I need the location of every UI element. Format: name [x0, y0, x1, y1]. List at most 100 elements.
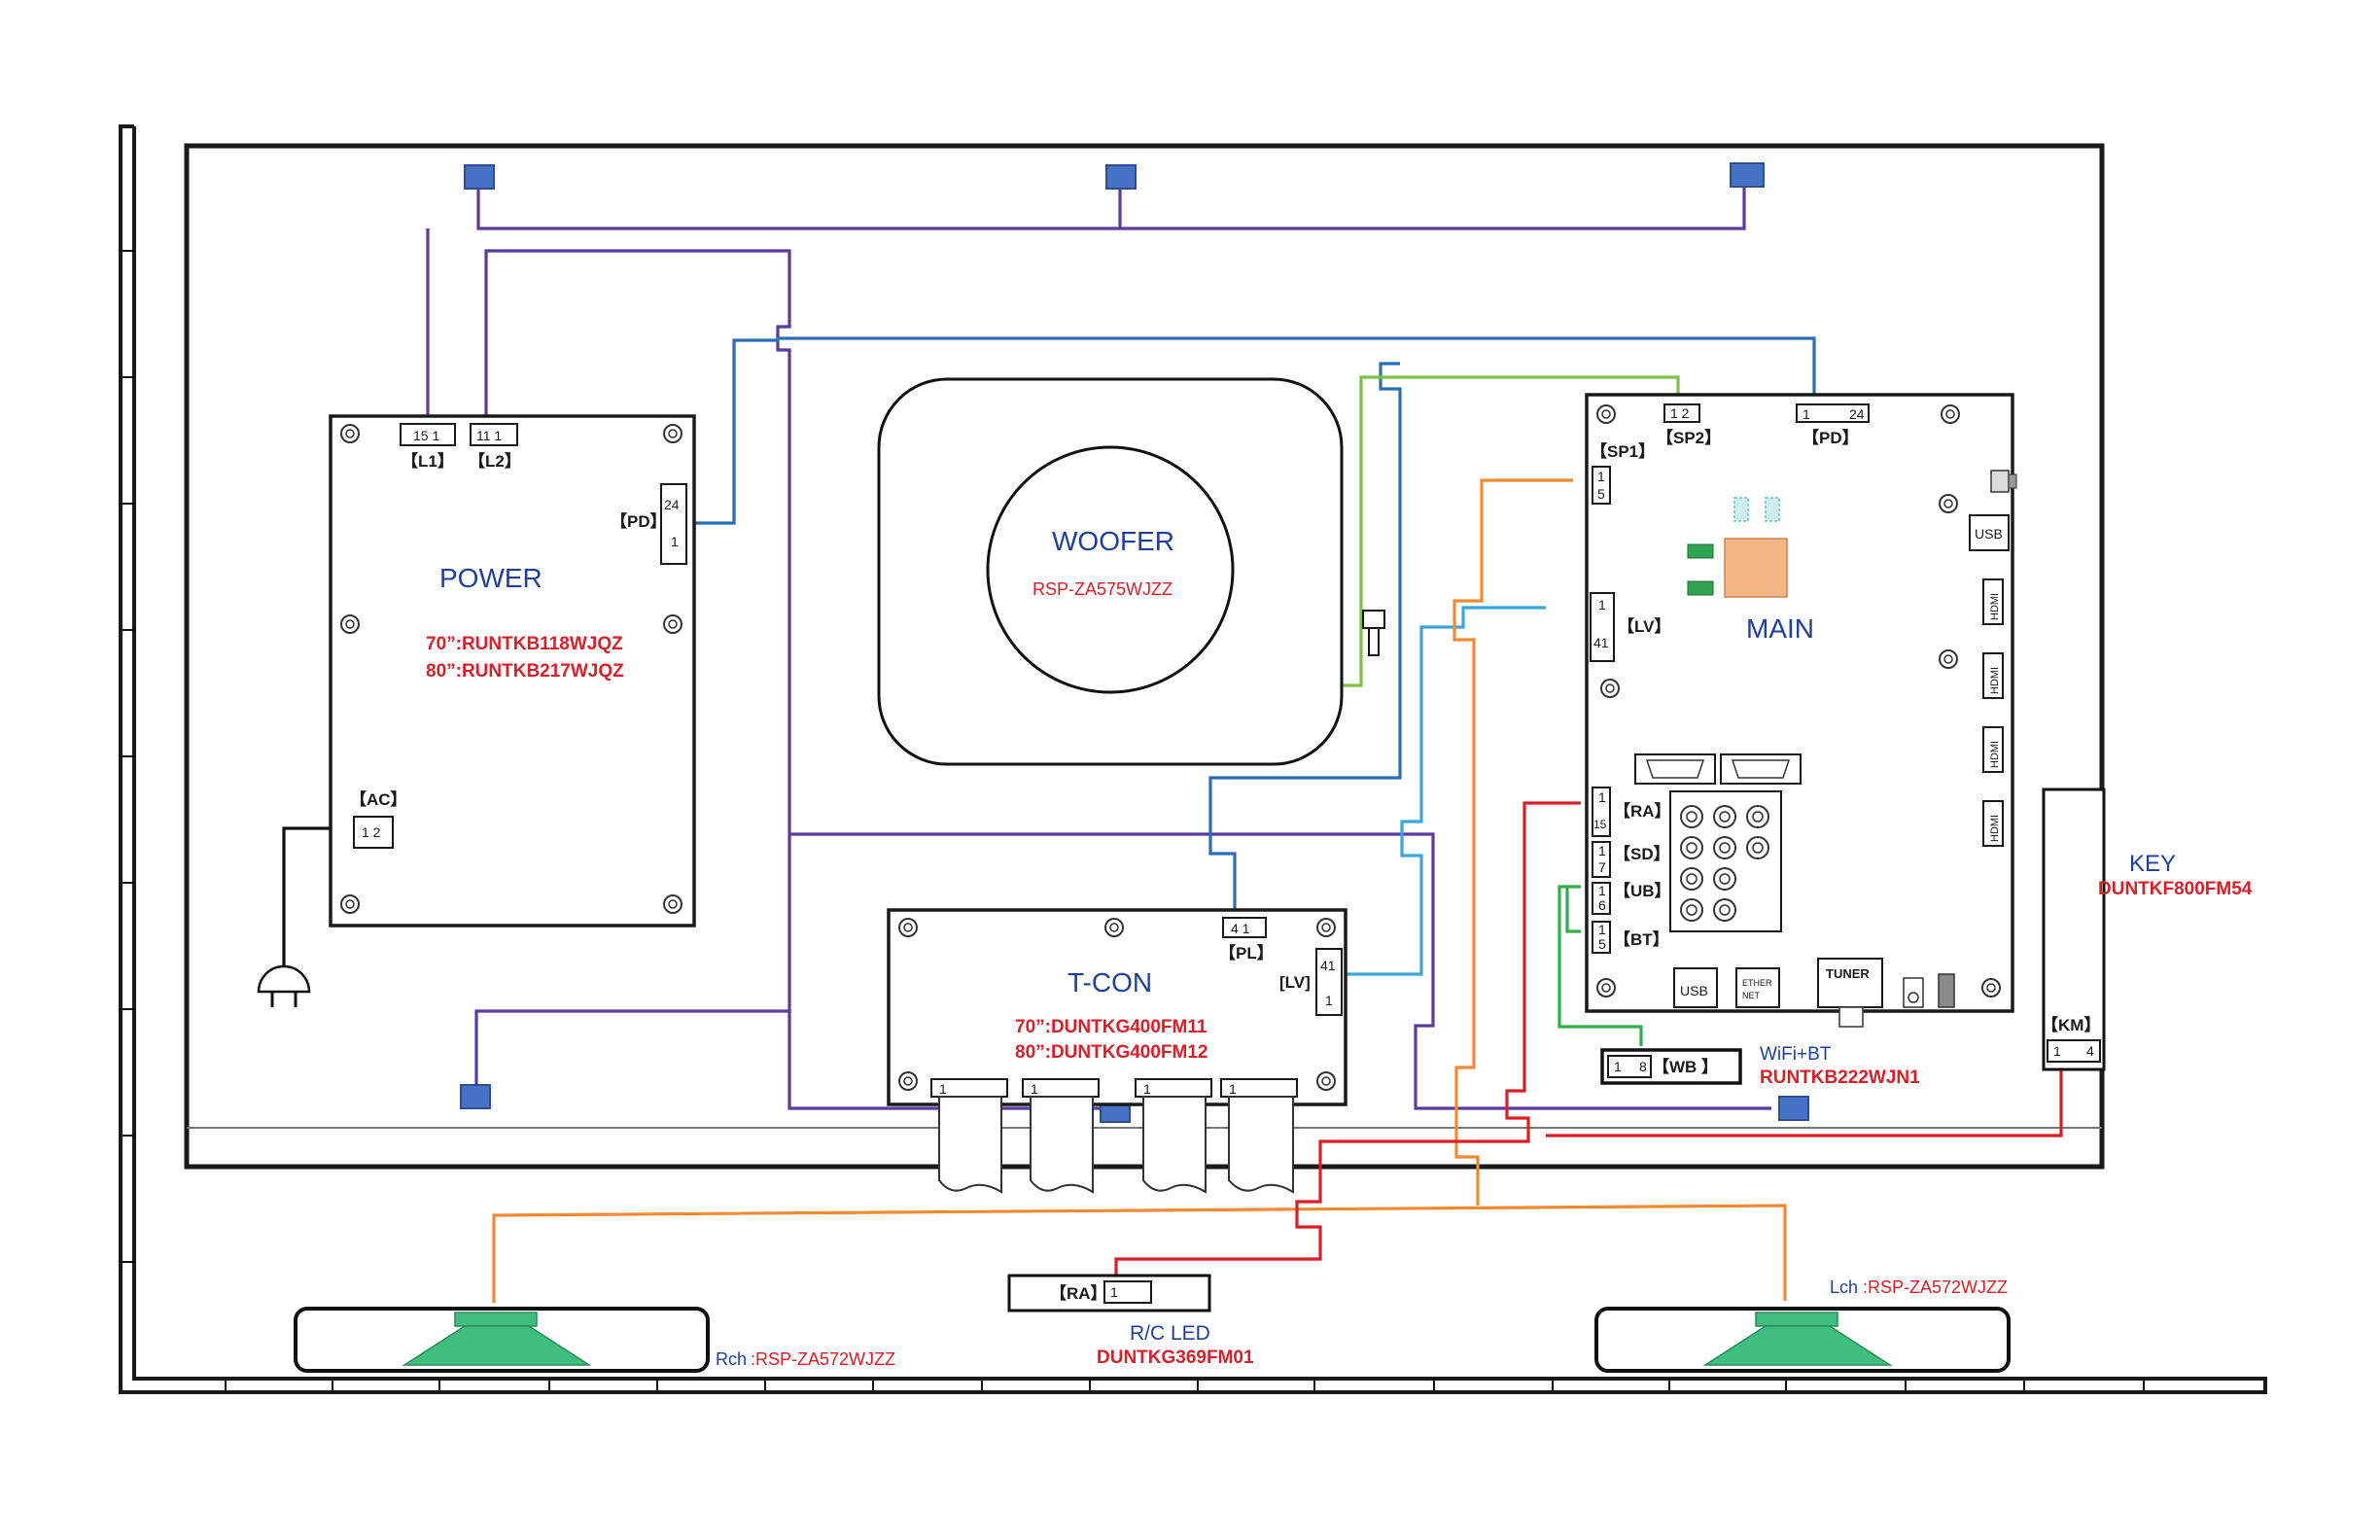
main-sd-bottom: 7 [1598, 859, 1606, 875]
main-ethernet-label-2: NET [1742, 991, 1761, 1000]
main-pd-pins-right: 24 [1849, 406, 1865, 422]
main-sp1-bottom: 5 [1597, 486, 1605, 502]
main-usb-bottom-label: USB [1680, 983, 1708, 998]
speaker-r-part: :RSP-ZA572WJZZ [751, 1349, 895, 1369]
power-ac-connector [353, 816, 394, 849]
speaker-l-prefix: Lch [1830, 1278, 1858, 1297]
main-hdmi-ports: HDMI HDMI HDMI HDMI [1982, 578, 2004, 847]
key-part: DUNTKF800FM54 [2098, 879, 2253, 899]
main-ra-connector [1592, 787, 1611, 837]
power-l2-pins: 11 1 [476, 428, 502, 443]
wire-orange-sp1 [1452, 478, 1573, 1206]
power-l2-connector [470, 423, 518, 446]
main-sp1-connector [1592, 466, 1611, 505]
wire-purple-ferrite-left [474, 1009, 789, 1093]
main-lv-bottom: 41 [1593, 635, 1609, 650]
main-tuner-label: TUNER [1826, 966, 1870, 981]
main-ub-label: 【UB】 [1614, 881, 1671, 900]
main-sp1-top: 1 [1597, 469, 1605, 484]
wire-harnesses [282, 175, 2063, 1303]
power-pd-top: 24 [664, 497, 680, 512]
key-title: KEY [2129, 851, 2176, 877]
main-dsub-ports [1634, 753, 1802, 785]
main-sd-label: 【SD】 [1614, 844, 1670, 863]
main-soc-chip [1687, 497, 1788, 598]
ferrite-core [464, 164, 495, 190]
wire-orange-speakers [492, 1204, 1787, 1303]
main-bottom-usb-port: USB [1673, 967, 1718, 1008]
main-board: 1 2 【SP2】 1 24 【PD】 【SP1】 1 5 1 41 【LV】 … [1585, 393, 2017, 1028]
rc-conn-label: 【RA】 [1050, 1283, 1107, 1303]
rc-pin: 1 [1110, 1284, 1118, 1300]
power-board: 15 1 【L1】 11 1 【L2】 24 1 【PD】 POWER 70”:… [329, 414, 696, 928]
tcon-pl-label: 【PL】 [1219, 943, 1274, 962]
main-ethernet-label-1: ETHER [1742, 978, 1772, 988]
power-part-70: 70”:RUNTKB118WJQZ [426, 634, 623, 654]
speaker-left: Lch :RSP-ZA572WJZZ [1594, 1278, 2011, 1373]
woofer-plug-connector [1362, 610, 1385, 656]
woofer-part: RSP-ZA575WJZZ [1032, 579, 1172, 599]
speaker-r-prefix: Rch [716, 1349, 747, 1369]
main-ra-bottom: 15 [1593, 818, 1607, 831]
power-l2-label: 【L2】 [469, 451, 521, 471]
main-bt-connector [1592, 921, 1611, 954]
main-sp2-connector [1663, 403, 1700, 423]
main-lv-connector [1590, 592, 1615, 662]
main-av-jacks [1669, 790, 1782, 932]
key-unit: 【KM】 1 4 KEY DUNTKF800FM54 [2042, 788, 2253, 1071]
main-ra-top: 1 [1598, 789, 1606, 805]
tcon-part-70: 70”:DUNTKG400FM11 [1015, 1017, 1208, 1037]
main-lv-label: 【LV】 [1618, 616, 1670, 636]
main-ub-bottom: 6 [1598, 897, 1606, 913]
speaker-right: Rch :RSP-ZA572WJZZ [294, 1307, 895, 1373]
ferrite-core [460, 1084, 491, 1109]
key-pin-left: 1 [2053, 1043, 2061, 1059]
wire-purple-top-bus [476, 175, 1746, 230]
main-title: MAIN [1746, 613, 1814, 644]
power-part-80: 80”:RUNTKB217WJQZ [426, 661, 624, 682]
wifi-part: RUNTKB222WJN1 [1760, 1068, 1920, 1088]
tcon-title: T-CON [1068, 967, 1152, 998]
main-ra-label: 【RA】 [1614, 801, 1671, 821]
rc-part: DUNTKG369FM01 [1097, 1348, 1254, 1368]
power-pd-bottom: 1 [671, 534, 679, 549]
main-pd-connector [1796, 403, 1870, 423]
tcon-lv-bottom: 1 [1325, 993, 1333, 1008]
power-l1-label: 【L1】 [402, 451, 454, 471]
main-sd-top: 1 [1598, 843, 1606, 858]
power-pd-label: 【PD】 [611, 511, 667, 531]
power-l1-connector [400, 423, 456, 446]
key-pin-right: 4 [2086, 1043, 2094, 1059]
main-lv-top: 1 [1598, 597, 1606, 612]
main-usb-side-label: USB [1975, 526, 2003, 542]
tcon-lv-label: [LV] [1279, 973, 1311, 992]
wifi-connector-label: 【WB 】 [1653, 1057, 1718, 1076]
ruler-ticks [121, 250, 2145, 1392]
wire-purple-l2 [484, 249, 1101, 1110]
tcon-flex-cables [938, 1096, 1294, 1194]
hdmi-label: HDMI [1989, 741, 2001, 768]
tcon-flex-pin: 1 [1229, 1081, 1237, 1097]
main-sp2-pins: 1 2 [1670, 405, 1690, 421]
tcon-lv-top: 41 [1320, 958, 1336, 973]
tcon-flex-pin: 1 [1031, 1081, 1038, 1097]
main-bt-bottom: 5 [1598, 936, 1606, 952]
main-pd-label: 【PD】 [1802, 428, 1859, 447]
tcon-flex-pin: 1 [939, 1081, 947, 1097]
ac-plug-icon [257, 964, 311, 1007]
hdmi-label: HDMI [1989, 593, 2001, 620]
main-sp1-label: 【SP1】 [1591, 441, 1655, 461]
woofer-unit: WOOFER RSP-ZA575WJZZ [877, 377, 1385, 766]
ferrite-core [1730, 162, 1765, 188]
main-tuner: TUNER [1817, 958, 1955, 1028]
ferrite-core [1105, 164, 1137, 190]
wire-lblue-lv [1340, 606, 1546, 976]
wifi-pin-left: 1 [1614, 1059, 1622, 1074]
main-ub-top: 1 [1598, 883, 1606, 898]
hdmi-label: HDMI [1989, 815, 2001, 842]
power-title: POWER [439, 563, 542, 593]
hdmi-label: HDMI [1989, 667, 2001, 694]
rc-title: R/C LED [1130, 1322, 1210, 1345]
wifi-bt-module: 1 8 【WB 】 WiFi+BT RUNTKB222WJN1 [1600, 1044, 1920, 1088]
rc-led-unit: 【RA】 1 R/C LED DUNTKG369FM01 [1007, 1274, 1254, 1368]
